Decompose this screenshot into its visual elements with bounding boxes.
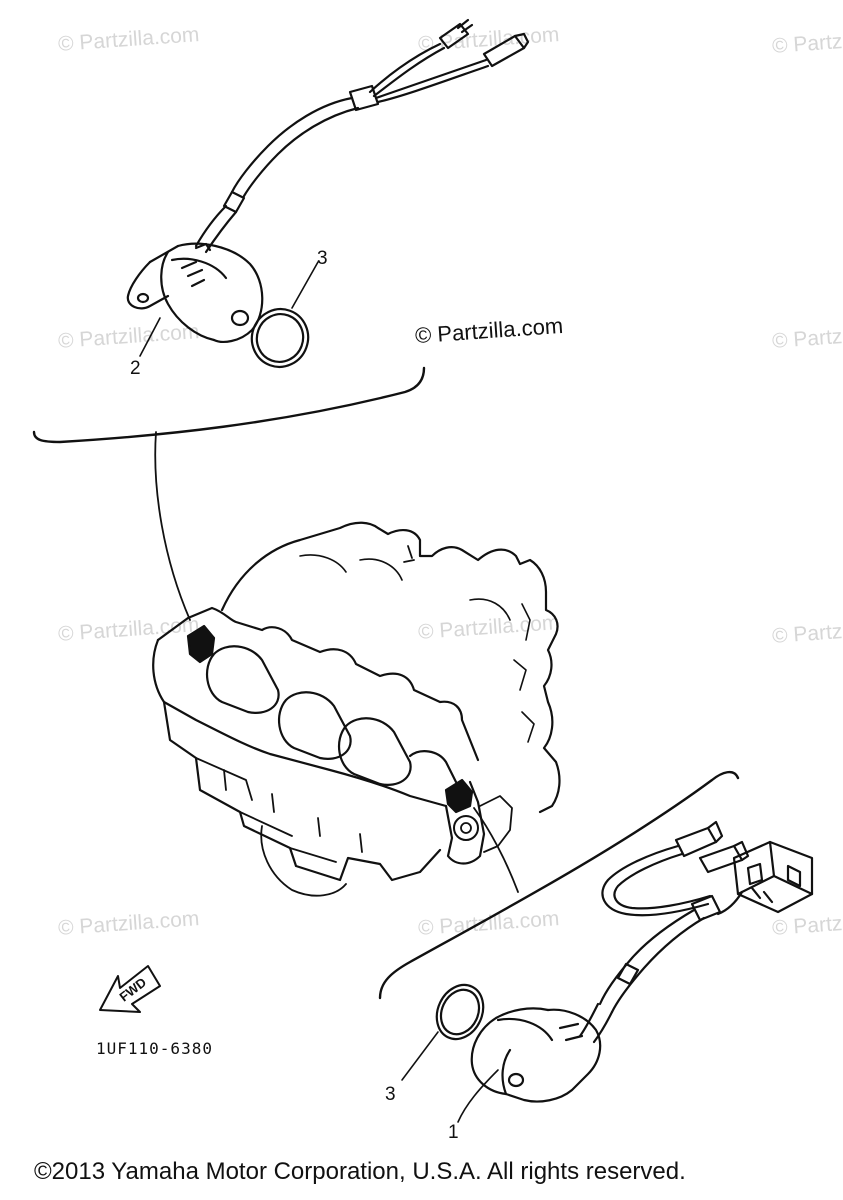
o-ring-bottom-inner [439,988,481,1036]
callout-part-1: 1 [448,1122,459,1143]
callout-part-2: 2 [130,358,141,379]
sensor-socket-side [444,778,474,814]
o-ring-top-inner [255,313,305,363]
fwd-arrow-icon [99,965,161,1013]
sensor-part-2 [126,18,530,343]
o-ring-top [250,308,310,368]
sensor-part-1 [470,820,814,1103]
copyright-notice: ©2013 Yamaha Motor Corporation, U.S.A. A… [34,1158,686,1185]
callout-part-3-bottom: 3 [385,1084,396,1105]
callout-part-3-top: 3 [317,248,328,269]
diagram-code: 1UF110-6380 [96,1039,213,1058]
engine-block [152,521,561,897]
sensor-socket-front [186,624,216,664]
o-ring-bottom [435,983,485,1041]
